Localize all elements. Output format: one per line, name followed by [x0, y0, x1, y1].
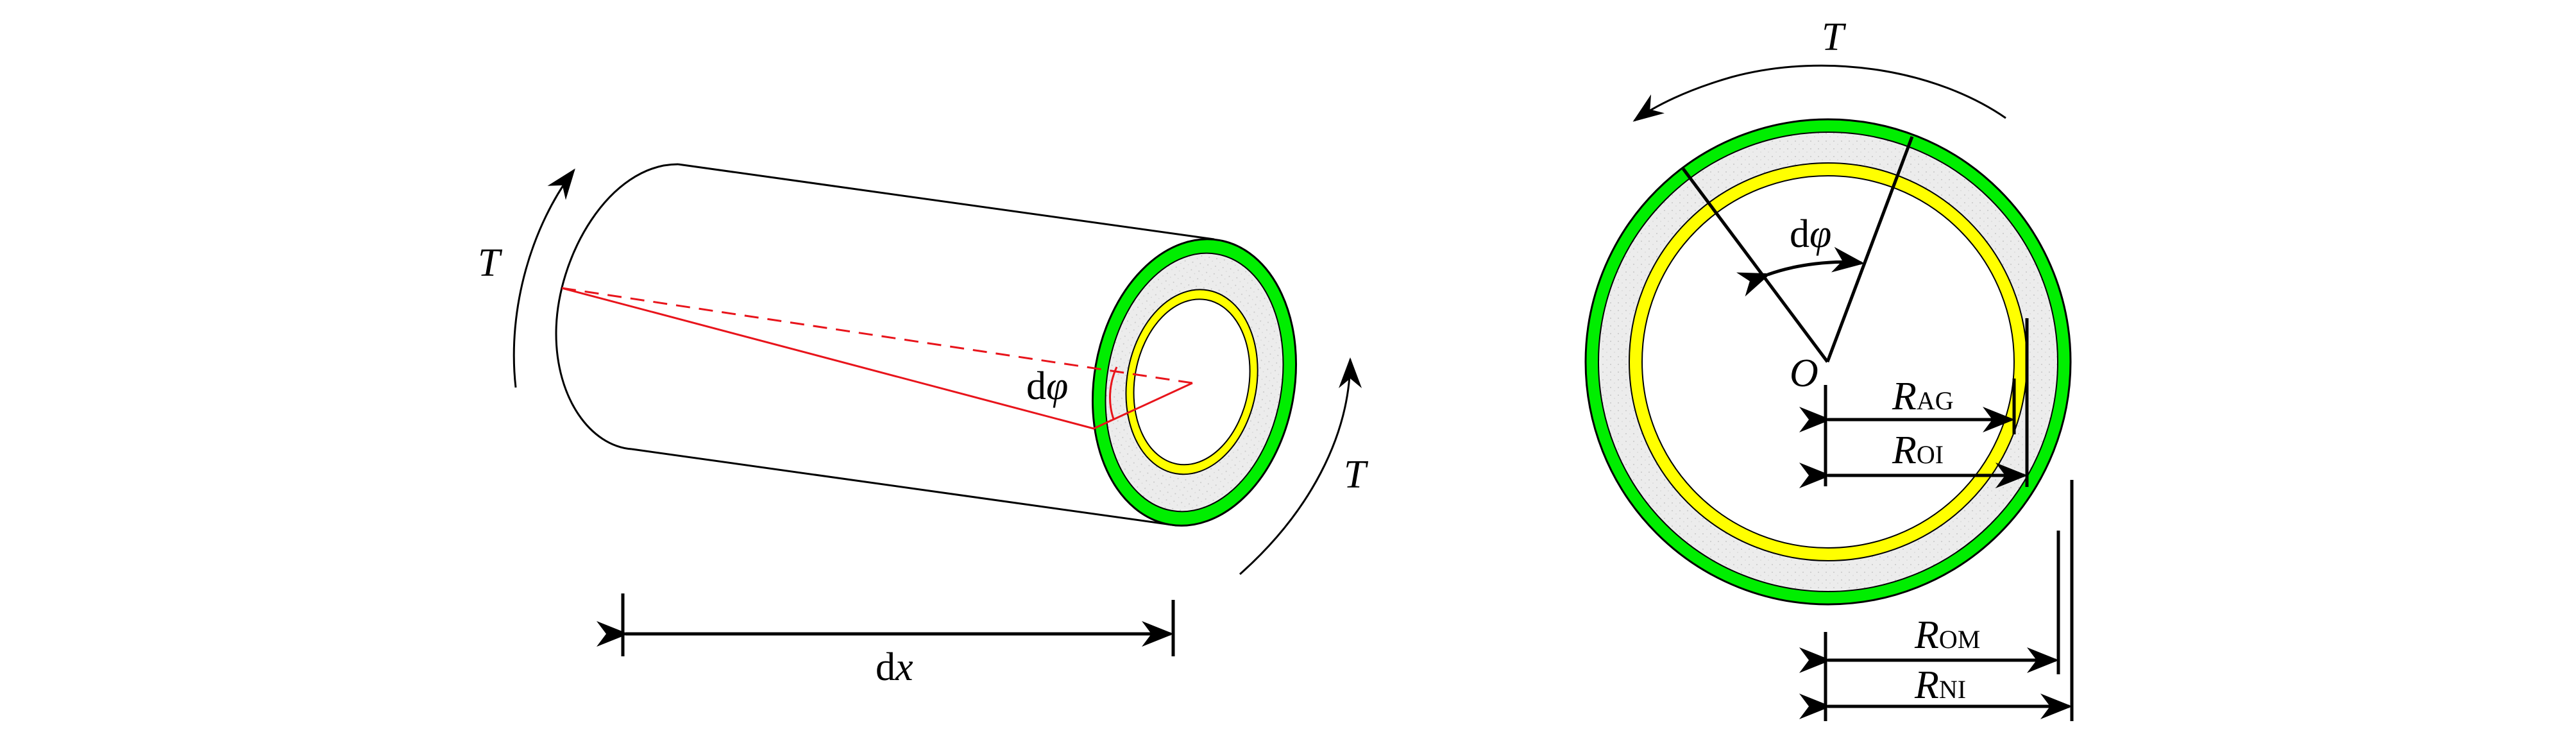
length-dimension: dx [597, 593, 1175, 689]
cylinder-figure: dφ T T dx [478, 163, 1369, 689]
label-r-ni: RNI [1914, 663, 1966, 707]
twist-angle-arrow [1736, 246, 1865, 297]
length-label: dx [876, 645, 913, 689]
torque-arrow [1632, 64, 2006, 122]
twist-angle-label: dφ [1790, 212, 1831, 256]
twist-line-dashed [561, 287, 1193, 384]
cylinder-top-edge [677, 163, 1215, 241]
torque-label-right: T [1344, 453, 1369, 497]
twist-angle-arc [1109, 366, 1118, 420]
radius-dimensions-upper: RAG ROI [1799, 318, 2029, 488]
torque-label: T [1822, 15, 1847, 59]
torque-arrow-left [513, 168, 575, 388]
torque-arrow-right [1239, 357, 1362, 575]
twist-line-solid [561, 287, 1193, 430]
label-r-ag: RAG [1892, 375, 1954, 418]
radius-line-right [1826, 136, 1914, 362]
cylinder-front-face [1091, 238, 1298, 527]
core [1133, 298, 1251, 466]
torque-label-left: T [478, 241, 503, 285]
radius-dimensions-lower: ROM RNI [1799, 480, 2074, 721]
center-label: O [1790, 352, 1818, 395]
label-r-om: ROM [1914, 613, 1980, 657]
cross-section-figure: dφ O T RAG ROI ROM RNI [1584, 15, 2074, 721]
label-r-oi: ROI [1892, 429, 1944, 472]
cylinder-bottom-edge [631, 448, 1177, 527]
twist-angle-label: dφ [1026, 364, 1068, 408]
cylinder-back-end [555, 163, 679, 450]
